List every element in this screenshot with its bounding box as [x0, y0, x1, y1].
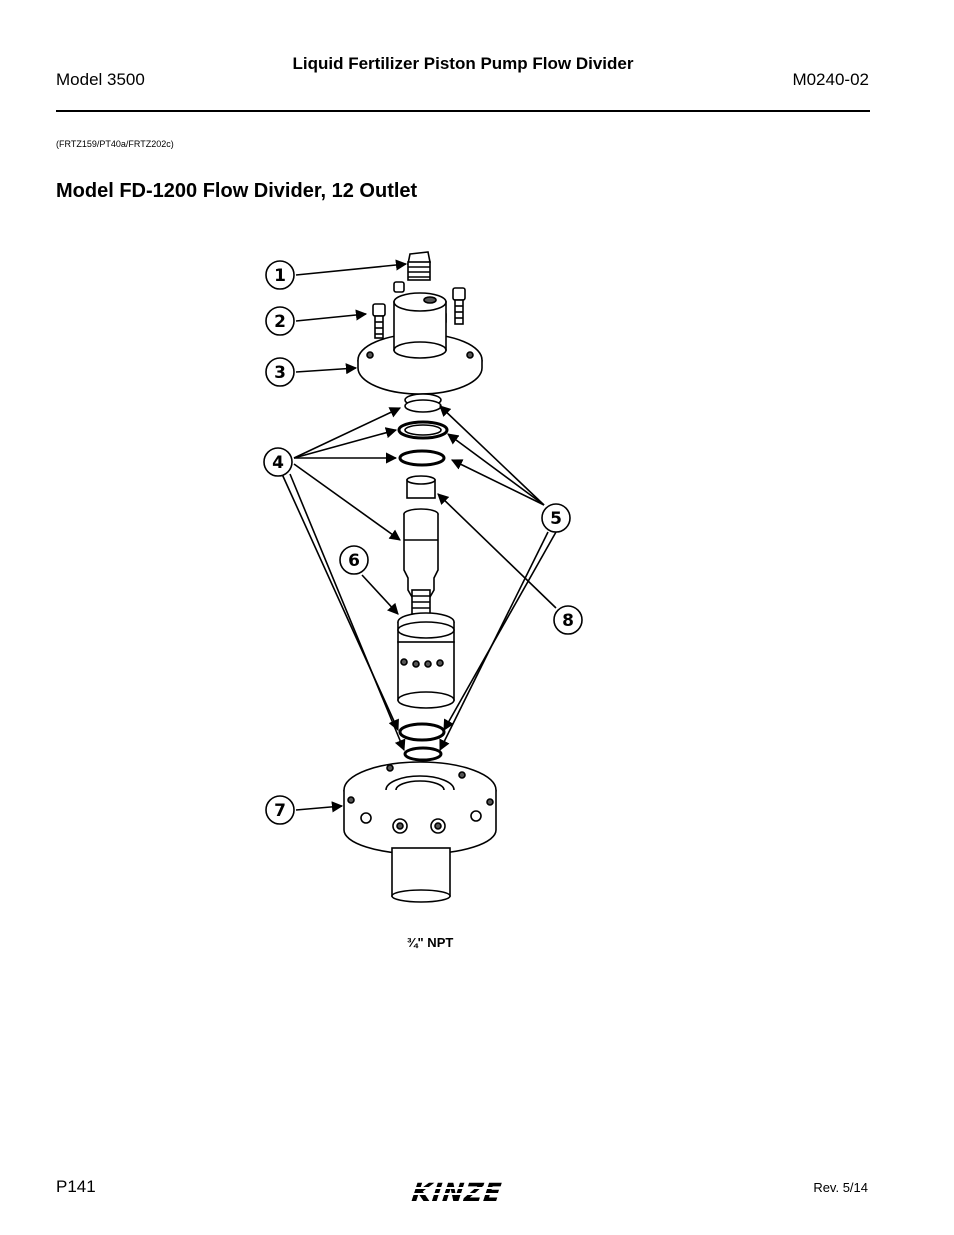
kinze-logo: KINZE [404, 1179, 518, 1208]
svg-text:8: 8 [562, 611, 574, 631]
reference-codes: (FRTZ159/PT40a/FRTZ202c) [56, 139, 174, 149]
svg-text:6: 6 [348, 551, 360, 571]
svg-text:1: 1 [274, 266, 286, 286]
callout-4: 4 [263, 447, 293, 477]
header-model: Model 3500 [56, 70, 145, 89]
svg-text:4: 4 [272, 453, 284, 473]
part-plug [407, 251, 431, 281]
callout-8: 8 [553, 605, 583, 635]
svg-text:5: 5 [550, 509, 562, 529]
callout-markers: 1 2 3 4 5 6 7 8 [263, 260, 583, 825]
flow-divider-exploded-diagram: 1 2 3 4 5 6 7 8 [263, 251, 583, 903]
callout-5: 5 [541, 503, 571, 533]
header-title: Liquid Fertilizer Piston Pump Flow Divid… [292, 54, 634, 73]
svg-text:7: 7 [274, 801, 286, 821]
part-sleeve [406, 475, 436, 499]
section-title: Model FD-1200 Flow Divider, 12 Outlet [56, 180, 418, 202]
callout-7: 7 [265, 795, 295, 825]
svg-text:2: 2 [274, 312, 286, 332]
header-doc-number: M0240-02 [792, 70, 869, 89]
page-number: P141 [56, 1177, 96, 1196]
part-spool-body [397, 589, 455, 709]
header-divider [56, 110, 870, 112]
callout-1: 1 [265, 260, 295, 290]
outlet-thread-label: ¾" NPT [406, 935, 454, 950]
callout-3: 3 [265, 357, 295, 387]
part-base-body [343, 761, 497, 903]
callout-leaders [281, 259, 557, 813]
part-o-rings [397, 393, 449, 467]
part-lower-o-rings [398, 722, 446, 762]
callout-6: 6 [339, 545, 369, 575]
svg-text:3: 3 [274, 363, 286, 383]
revision-date: Rev. 5/14 [813, 1180, 868, 1195]
callout-2: 2 [265, 306, 295, 336]
